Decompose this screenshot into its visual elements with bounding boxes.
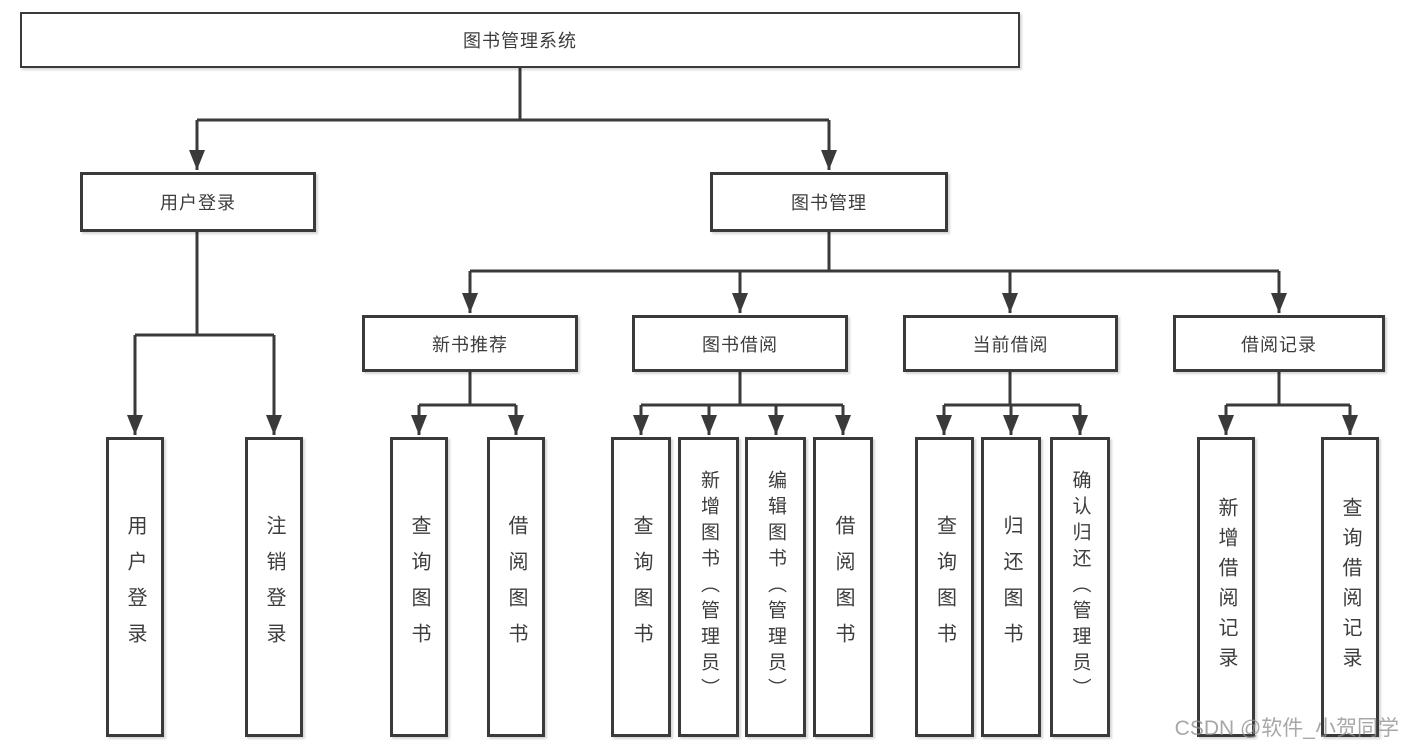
node-label: 查询图书 xyxy=(933,515,956,659)
node-user-login-group: 用户登录 xyxy=(80,172,316,232)
leaf-return-books: 归还图书 xyxy=(981,437,1041,737)
node-label: 新增图书（管理员） xyxy=(698,470,719,704)
node-book-borrow: 图书借阅 xyxy=(632,315,848,372)
leaf-confirm-return-admin: 确认归还（管理员） xyxy=(1050,437,1110,737)
node-label: 新书推荐 xyxy=(432,334,508,355)
leaf-logout: 注销登录 xyxy=(245,437,303,737)
node-label: 注销登录 xyxy=(263,515,285,659)
leaf-query-books-current: 查询图书 xyxy=(915,437,974,737)
leaf-query-books-borrow: 查询图书 xyxy=(611,437,671,737)
leaf-add-books-admin: 新增图书（管理员） xyxy=(678,437,739,737)
node-label: 用户登录 xyxy=(124,515,146,659)
node-library-management-system: 图书管理系统 xyxy=(20,12,1020,68)
node-borrow-records: 借阅记录 xyxy=(1173,315,1385,372)
node-label: 编辑图书（管理员） xyxy=(765,470,786,704)
leaf-borrow-books-borrow: 借阅图书 xyxy=(813,437,873,737)
node-label: 查询图书 xyxy=(408,515,430,659)
node-book-management: 图书管理 xyxy=(710,172,948,232)
leaf-add-borrow-record: 新增借阅记录 xyxy=(1197,437,1255,737)
node-label: 当前借阅 xyxy=(972,334,1049,355)
leaf-user-login: 用户登录 xyxy=(106,437,164,737)
leaf-query-borrow-record: 查询借阅记录 xyxy=(1321,437,1379,737)
node-label: 归还图书 xyxy=(1000,515,1022,659)
node-label: 借阅记录 xyxy=(1241,334,1317,355)
node-label: 借阅图书 xyxy=(505,515,527,659)
watermark: CSDN @软件_小贺同学 xyxy=(1174,717,1399,740)
node-new-book-recommend: 新书推荐 xyxy=(362,315,578,372)
node-current-borrow: 当前借阅 xyxy=(903,315,1118,372)
node-label: 图书管理系统 xyxy=(463,31,577,51)
leaf-borrow-books-recommend: 借阅图书 xyxy=(487,437,545,737)
node-label: 用户登录 xyxy=(160,193,236,213)
node-label: 新增借阅记录 xyxy=(1215,497,1237,677)
leaf-edit-books-admin: 编辑图书（管理员） xyxy=(745,437,806,737)
node-label: 借阅图书 xyxy=(832,515,854,659)
node-label: 图书借阅 xyxy=(702,334,778,355)
node-label: 查询图书 xyxy=(630,515,652,659)
node-label: 图书管理 xyxy=(791,193,867,213)
node-label: 确认归还（管理员） xyxy=(1069,470,1091,704)
node-label: 查询借阅记录 xyxy=(1339,497,1361,677)
leaf-query-books-recommend: 查询图书 xyxy=(390,437,448,737)
